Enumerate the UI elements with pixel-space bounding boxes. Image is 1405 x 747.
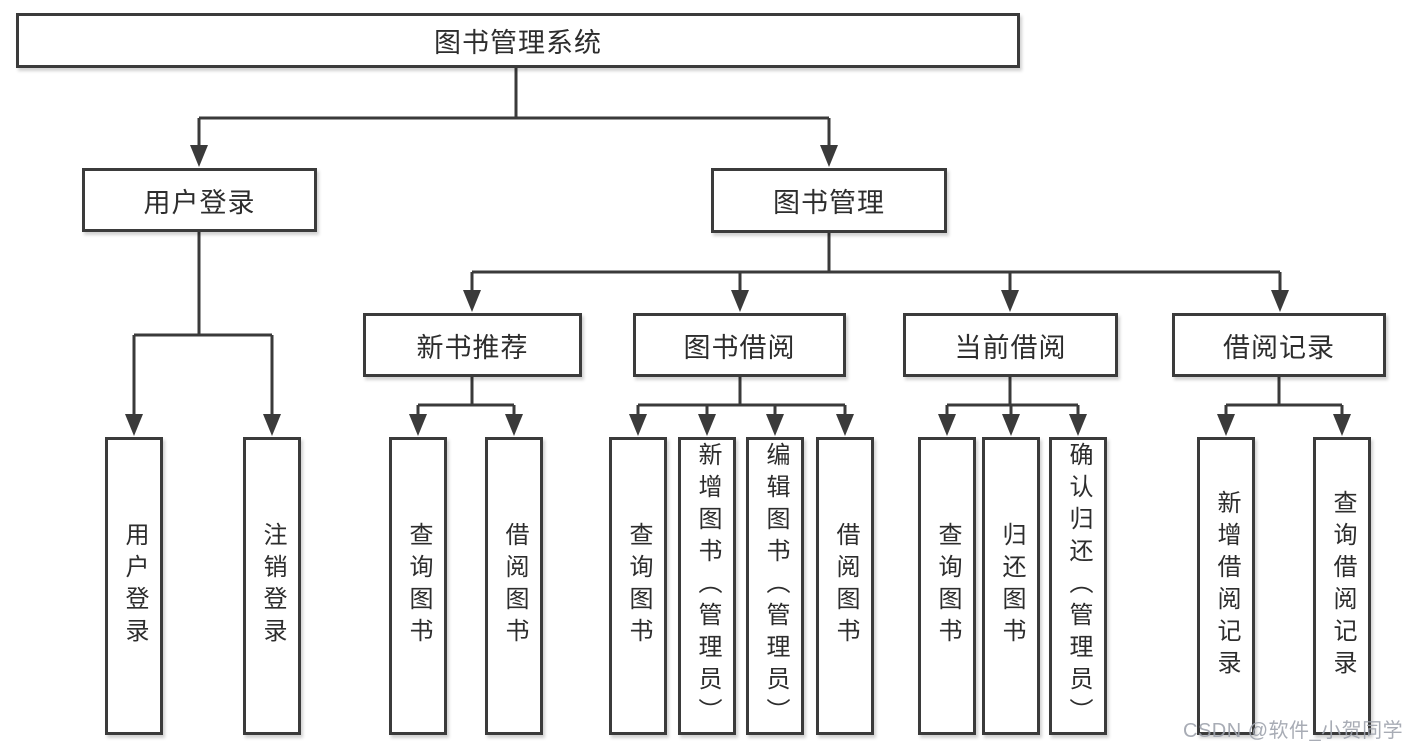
arrowhead-icon bbox=[731, 290, 749, 312]
leaf-return-books: 归还图书 bbox=[982, 437, 1040, 735]
leaf-logout-label: 注销登录 bbox=[259, 522, 286, 650]
connector-root-to-level2 bbox=[190, 68, 838, 167]
arrowhead-icon bbox=[820, 145, 838, 167]
arrowhead-icon bbox=[836, 414, 854, 436]
leaf-confirm-return-admin-label: 确认归还（管理员） bbox=[1065, 442, 1092, 730]
leaf-borrow-books-borrowing: 借阅图书 bbox=[816, 437, 874, 735]
leaf-user-login: 用户登录 bbox=[105, 437, 163, 735]
node-borrowing-records: 借阅记录 bbox=[1172, 313, 1386, 377]
connector-book-management-children bbox=[463, 233, 1289, 312]
arrowhead-icon bbox=[1069, 414, 1087, 436]
leaf-query-books-recommend: 查询图书 bbox=[389, 437, 447, 735]
connector-current-borrowing-children bbox=[938, 377, 1087, 436]
leaf-edit-book-admin-label: 编辑图书（管理员） bbox=[762, 442, 789, 730]
leaf-query-borrow-record-label: 查询借阅记录 bbox=[1329, 490, 1356, 682]
arrowhead-icon bbox=[1217, 414, 1235, 436]
leaf-borrow-books-recommend: 借阅图书 bbox=[485, 437, 543, 735]
leaf-add-borrow-record-label: 新增借阅记录 bbox=[1213, 490, 1240, 682]
connector-new-book-recommendation-children bbox=[409, 377, 523, 436]
connector-borrowing-records-children bbox=[1217, 377, 1351, 436]
arrowhead-icon bbox=[505, 414, 523, 436]
arrowhead-icon bbox=[1333, 414, 1351, 436]
arrowhead-icon bbox=[938, 414, 956, 436]
leaf-query-books-recommend-label: 查询图书 bbox=[405, 522, 432, 650]
connector-book-borrowing-children bbox=[629, 377, 854, 436]
node-root: 图书管理系统 bbox=[16, 13, 1020, 68]
arrowhead-icon bbox=[463, 290, 481, 312]
arrowhead-icon bbox=[1271, 290, 1289, 312]
node-root-label: 图书管理系统 bbox=[434, 28, 602, 58]
node-borrowing-records-label: 借阅记录 bbox=[1223, 332, 1335, 363]
arrowhead-icon bbox=[766, 414, 784, 436]
node-new-book-recommendation: 新书推荐 bbox=[363, 313, 582, 377]
leaf-query-books-current-label: 查询图书 bbox=[934, 522, 961, 650]
leaf-confirm-return-admin: 确认归还（管理员） bbox=[1049, 437, 1107, 735]
watermark: CSDN @软件_小贺同学 bbox=[1183, 720, 1404, 742]
arrowhead-icon bbox=[190, 145, 208, 167]
leaf-add-borrow-record: 新增借阅记录 bbox=[1197, 437, 1255, 735]
connector-user-login-children bbox=[125, 232, 281, 436]
node-book-borrowing-label: 图书借阅 bbox=[683, 332, 796, 363]
node-book-management: 图书管理 bbox=[711, 168, 947, 233]
leaf-query-borrow-record: 查询借阅记录 bbox=[1313, 437, 1371, 735]
leaf-query-books-current: 查询图书 bbox=[918, 437, 976, 735]
node-new-book-recommendation-label: 新书推荐 bbox=[416, 332, 529, 363]
leaf-borrow-books-recommend-label: 借阅图书 bbox=[501, 522, 528, 650]
arrowhead-icon bbox=[1001, 290, 1019, 312]
node-user-login-label: 用户登录 bbox=[143, 187, 256, 218]
leaf-query-books-borrowing-label: 查询图书 bbox=[625, 522, 652, 650]
leaf-add-book-admin-label: 新增图书（管理员） bbox=[694, 442, 721, 730]
arrowhead-icon bbox=[698, 414, 716, 436]
node-book-management-label: 图书管理 bbox=[773, 188, 885, 218]
node-current-borrowing: 当前借阅 bbox=[903, 313, 1118, 377]
arrowhead-icon bbox=[1002, 414, 1020, 436]
leaf-logout: 注销登录 bbox=[243, 437, 301, 735]
leaf-borrow-books-borrowing-label: 借阅图书 bbox=[832, 522, 859, 650]
leaf-query-books-borrowing: 查询图书 bbox=[609, 437, 667, 735]
leaf-user-login-label: 用户登录 bbox=[121, 522, 148, 650]
arrowhead-icon bbox=[409, 414, 427, 436]
node-book-borrowing: 图书借阅 bbox=[633, 313, 846, 377]
node-current-borrowing-label: 当前借阅 bbox=[954, 332, 1067, 363]
arrowhead-icon bbox=[629, 414, 647, 436]
leaf-return-books-label: 归还图书 bbox=[998, 522, 1025, 650]
arrowhead-icon bbox=[263, 414, 281, 436]
node-user-login: 用户登录 bbox=[82, 168, 317, 232]
leaf-add-book-admin: 新增图书（管理员） bbox=[678, 437, 736, 735]
leaf-edit-book-admin: 编辑图书（管理员） bbox=[746, 437, 804, 735]
arrowhead-icon bbox=[125, 414, 143, 436]
